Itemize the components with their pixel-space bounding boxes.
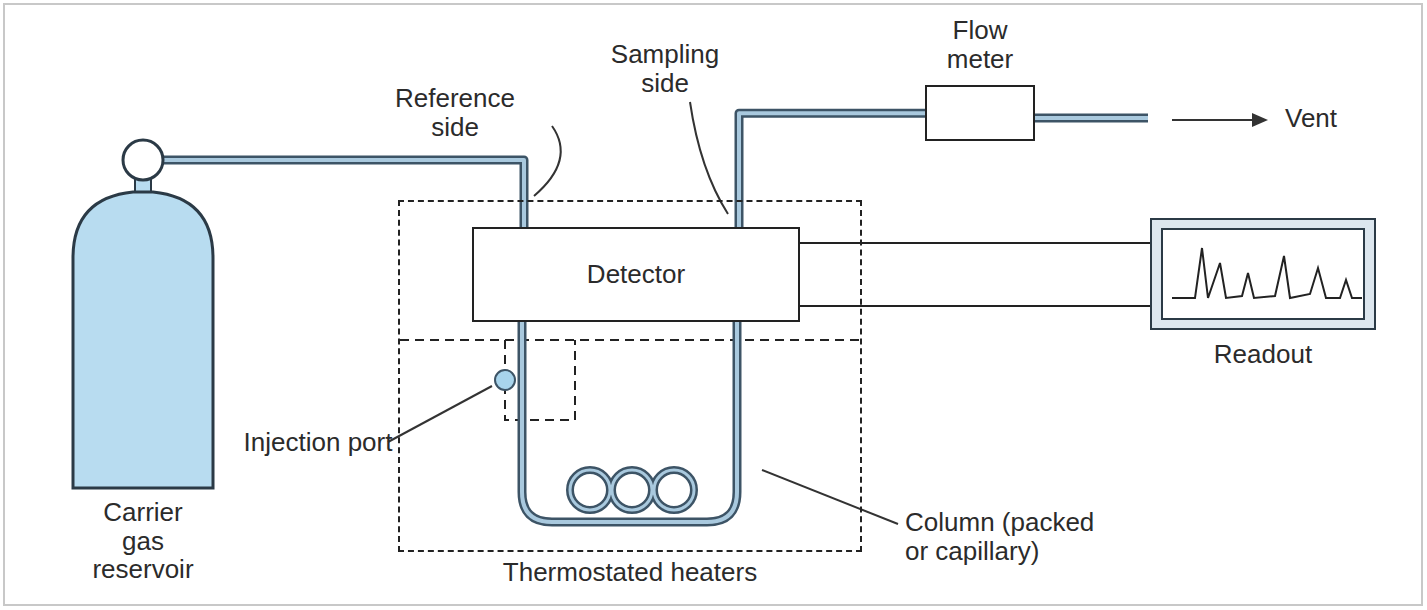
signal-wire — [800, 243, 1150, 244]
vent-arrow — [1172, 113, 1268, 127]
readout-screen — [1150, 218, 1376, 330]
detector-box: Detector — [472, 227, 800, 322]
node-text: Detector — [587, 260, 685, 289]
gas-tube — [163, 160, 524, 227]
gas-cylinder: Carrier gas reservoir — [66, 138, 220, 584]
node-text: Flow meter — [925, 16, 1035, 73]
outlet-tube — [1035, 118, 1148, 119]
part-label: Column (packed or capillary) — [905, 508, 1120, 565]
frame — [4, 4, 1422, 605]
node-text: Carrier gas reservoir — [81, 498, 206, 584]
part-label: Sampling side — [590, 40, 740, 97]
flow-meter: Flow meter — [920, 16, 1040, 141]
column-tube — [522, 318, 737, 522]
leader-lines — [388, 102, 898, 524]
injection-port — [495, 370, 515, 390]
readout-display: Readout — [1150, 218, 1376, 369]
node-text: Readout — [1150, 340, 1376, 369]
signal-wire — [800, 306, 1150, 307]
part-label: Reference side — [380, 84, 530, 141]
node-text: Thermostated heaters — [400, 558, 860, 587]
part-label: Injection port — [243, 428, 393, 457]
cylinder-outline — [66, 138, 220, 490]
heater-division — [400, 339, 860, 341]
gas-tube — [739, 113, 925, 227]
part-label: Vent — [1285, 104, 1395, 133]
thermostated-oven: Thermostated heatersDetector — [398, 200, 862, 552]
flow-meter-box — [925, 85, 1035, 141]
